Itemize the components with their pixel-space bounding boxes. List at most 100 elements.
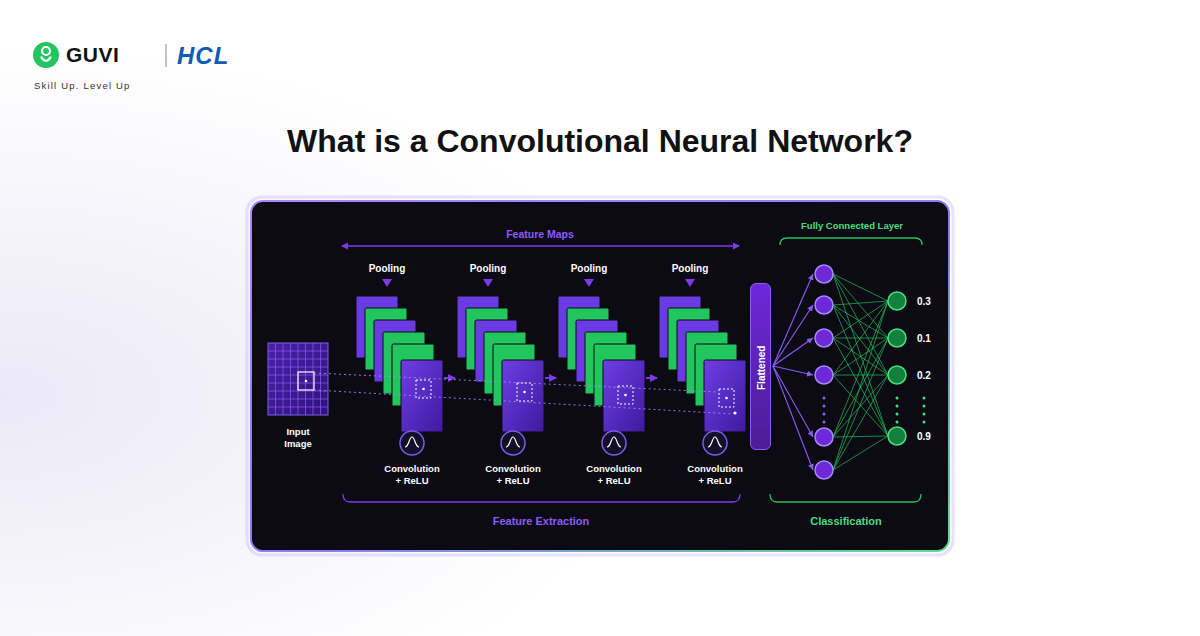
pooling-marker	[685, 279, 695, 287]
grid-line	[268, 391, 328, 392]
node-shape	[456, 262, 544, 488]
section-label: Feature Extraction	[493, 515, 590, 528]
flatten-link	[773, 338, 813, 366]
grid-line	[268, 367, 328, 368]
feature-map	[603, 360, 645, 432]
grid-line	[283, 343, 284, 415]
flatten-link	[773, 366, 813, 470]
grid-line	[313, 343, 314, 415]
receptive-field-dot	[733, 411, 736, 414]
activation-curve	[405, 437, 419, 447]
activation-icon-ring	[501, 431, 525, 455]
activation-curve	[708, 437, 722, 447]
panel-glow	[247, 197, 953, 555]
grid-line	[305, 343, 306, 415]
ellipsis-dot	[896, 405, 899, 408]
flatten-link	[773, 366, 813, 375]
logo-glyph	[42, 58, 51, 61]
neuron	[815, 265, 833, 283]
feature-map-stack: PoolingConvolution + ReLU	[557, 262, 645, 488]
grid-line	[268, 351, 328, 352]
output-value: 0.2	[917, 370, 931, 382]
activation-icon	[501, 431, 525, 455]
logo-badge	[33, 42, 59, 68]
layer-label: Convolution + ReLU	[381, 463, 443, 487]
ellipsis-dot	[923, 421, 926, 424]
feature-map-stack: PoolingConvolution + ReLU	[355, 262, 443, 488]
logo-wordmark: GUVI	[66, 43, 119, 67]
kernel-window	[298, 372, 314, 390]
activation-icon-ring	[602, 431, 626, 455]
flow-arrow	[545, 377, 556, 379]
grid-line	[268, 399, 328, 400]
group-bracket	[770, 494, 921, 502]
group-bracket	[343, 494, 740, 502]
ellipsis-dot	[823, 413, 826, 416]
pooling-label: Pooling	[557, 263, 621, 275]
activation-icon	[602, 431, 626, 455]
receptive-field-line	[314, 373, 717, 392]
ellipsis-dot	[823, 397, 826, 400]
receptive-field-line	[314, 390, 733, 414]
ellipsis-dot	[823, 421, 826, 424]
feature-map	[401, 360, 443, 432]
section-label: Feature Maps	[506, 228, 574, 240]
flatten-label: Flattened	[751, 284, 772, 451]
neuron	[815, 296, 833, 314]
neuron	[815, 461, 833, 479]
layer-label: Convolution + ReLU	[482, 463, 544, 487]
kernel-dot	[305, 380, 308, 383]
flow-arrow	[444, 377, 455, 379]
ellipsis-dot	[923, 405, 926, 408]
flatten-links	[773, 274, 813, 470]
neuron	[888, 366, 906, 384]
flatten-link	[773, 366, 813, 437]
grid-line	[290, 343, 291, 415]
span-arrow	[342, 245, 739, 247]
grid-line	[275, 343, 276, 415]
flatten-link	[773, 305, 813, 366]
pooling-label: Pooling	[355, 263, 419, 275]
grid-line	[268, 407, 328, 408]
pooling-label: Pooling	[456, 263, 520, 275]
activation-icon	[400, 431, 424, 455]
layer-label: Convolution + ReLU	[583, 463, 645, 487]
node-shape	[658, 262, 746, 488]
node-shape	[262, 340, 334, 455]
hidden-neurons	[815, 265, 833, 479]
feature-map-stack: PoolingConvolution + ReLU	[658, 262, 746, 488]
neuron	[815, 428, 833, 446]
output-value: 0.3	[917, 296, 931, 308]
flatten-layer: Flattened	[750, 283, 771, 450]
pooling-marker	[382, 279, 392, 287]
neuron	[888, 329, 906, 347]
neuron	[888, 427, 906, 445]
neuron	[888, 292, 906, 310]
pooling-label: Pooling	[658, 263, 722, 275]
ellipsis-dot	[896, 421, 899, 424]
feature-map-stack: PoolingConvolution + ReLU	[456, 262, 544, 488]
section-label: Classification	[810, 515, 882, 528]
tagline: Skill Up. Level Up	[34, 81, 131, 92]
group-bracket	[780, 238, 922, 245]
pooling-marker	[483, 279, 493, 287]
ellipsis-dot	[923, 397, 926, 400]
logo	[33, 42, 166, 68]
node-shape	[355, 262, 443, 488]
flow-arrow	[646, 377, 657, 379]
activation-curve	[607, 437, 621, 447]
activation-icon-ring	[703, 431, 727, 455]
feature-map	[502, 360, 544, 432]
kernel-window	[719, 389, 734, 407]
input-image: Input Image	[262, 340, 334, 455]
dense-connections	[833, 274, 888, 470]
activation-curve	[506, 437, 520, 447]
diagram-panel	[251, 201, 949, 551]
neuron	[815, 366, 833, 384]
output-value: 0.1	[917, 333, 931, 345]
kernel-dot	[725, 397, 728, 400]
kernel-dot	[624, 394, 627, 397]
input-label: Input Image	[278, 426, 318, 450]
grid-line	[320, 343, 321, 415]
